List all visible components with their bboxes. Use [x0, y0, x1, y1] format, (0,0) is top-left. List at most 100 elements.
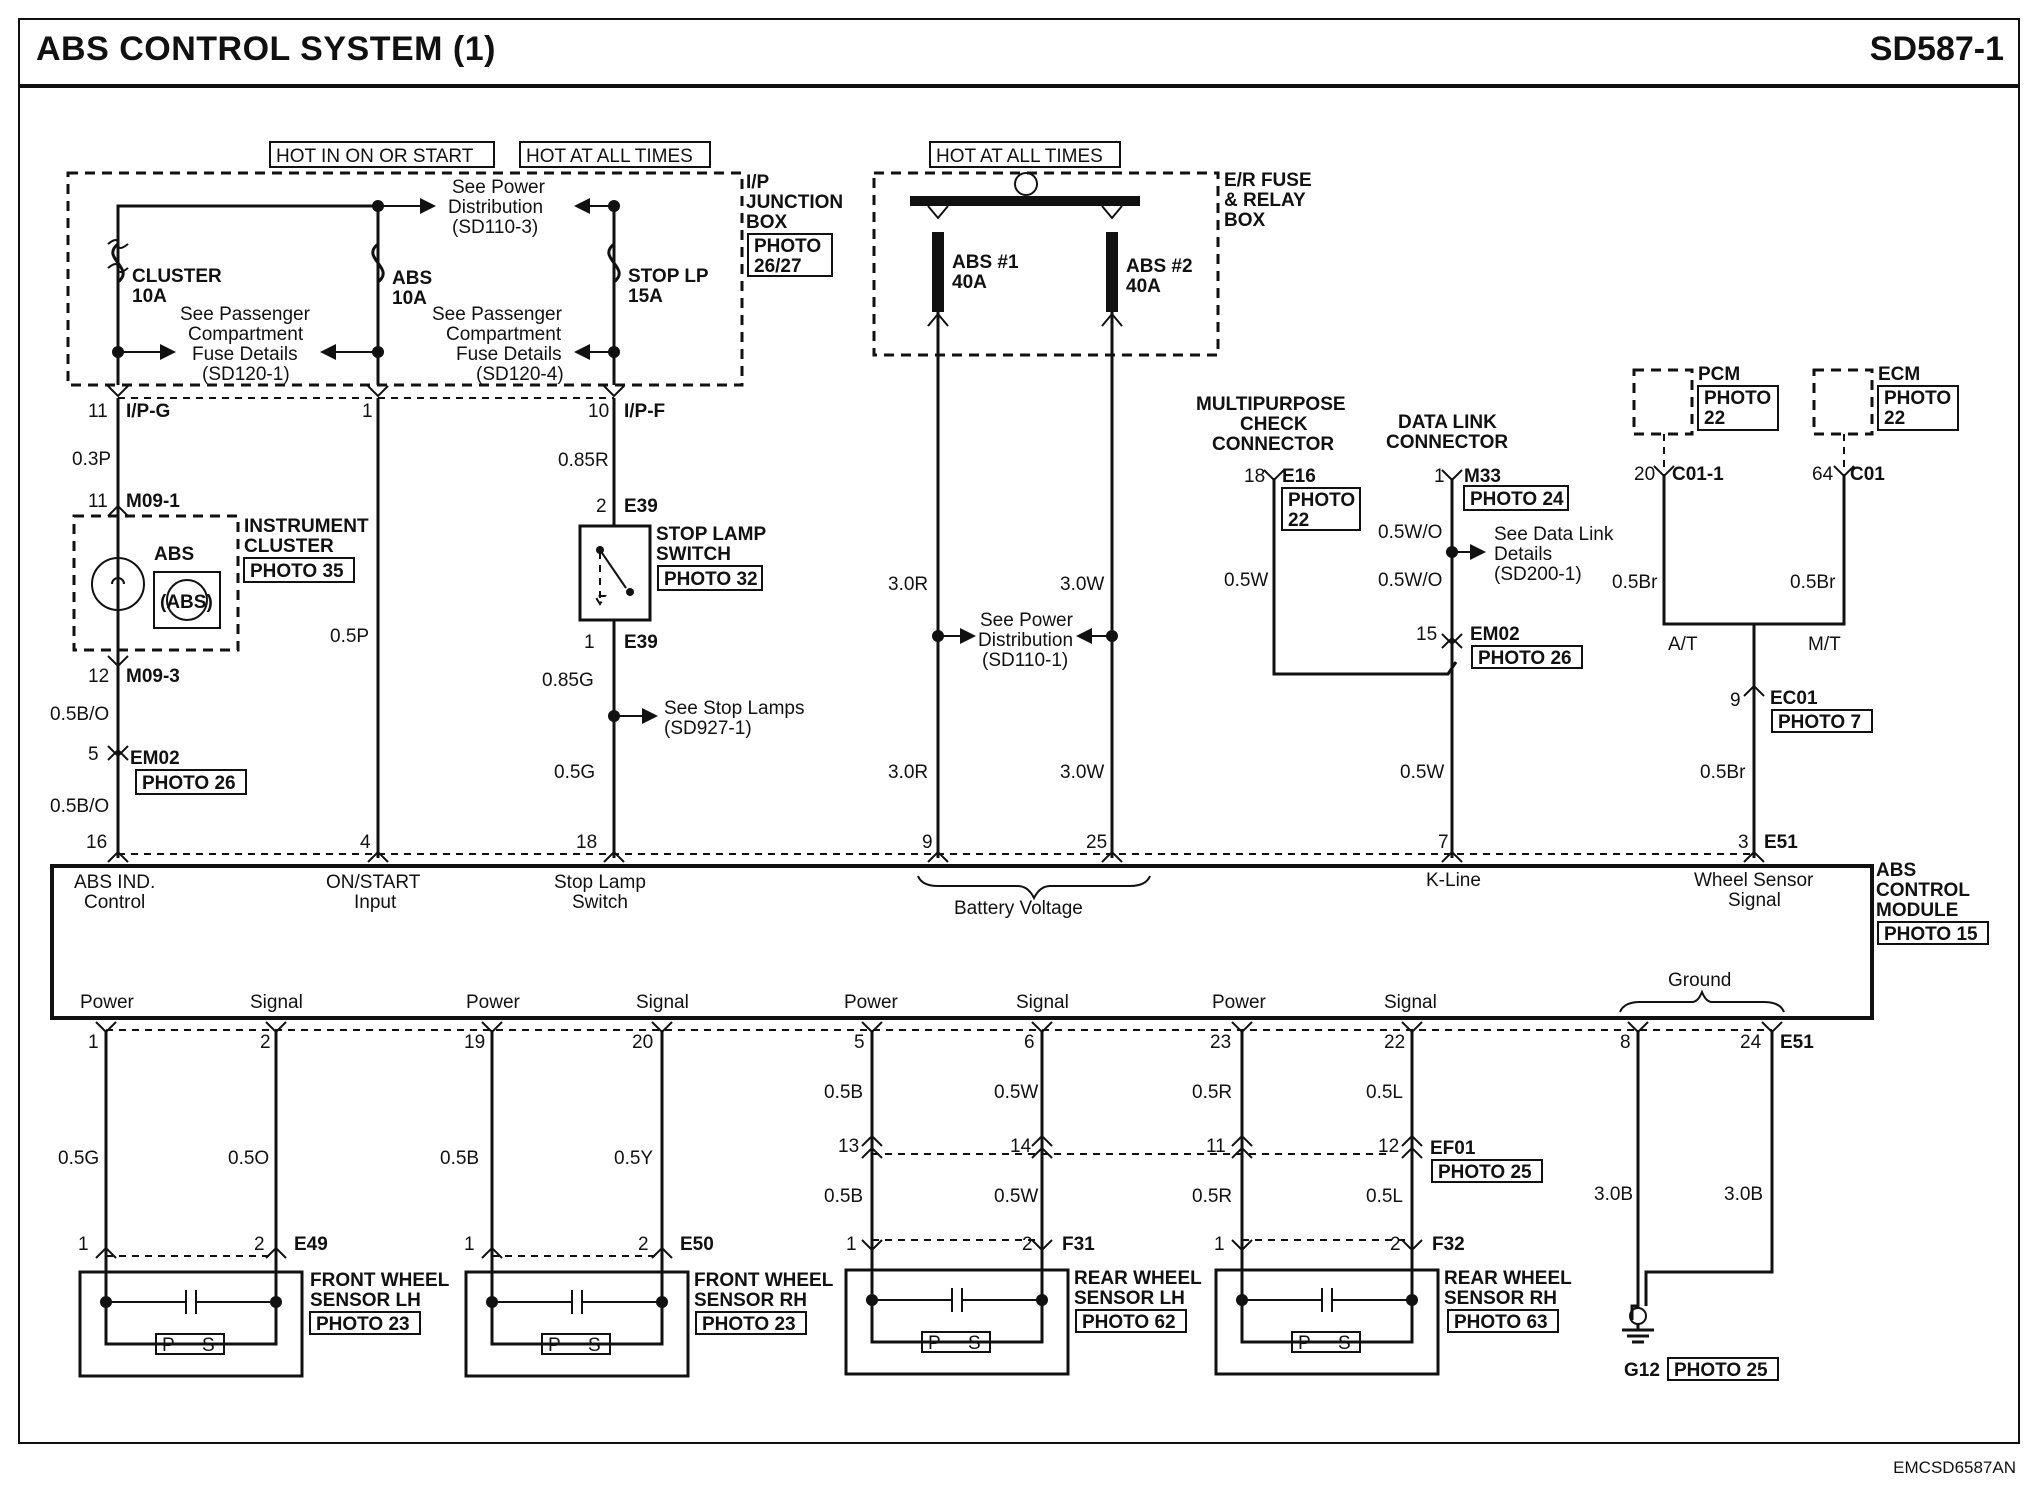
svg-text:SENSOR RH: SENSOR RH [1444, 1288, 1557, 1309]
svg-text:3: 3 [1738, 832, 1749, 853]
svg-text:ABS: ABS [392, 268, 432, 289]
fuse-abs: ABS 10A [371, 242, 432, 309]
svg-text:10A: 10A [392, 288, 427, 309]
svg-text:CONNECTOR: CONNECTOR [1212, 434, 1334, 455]
svg-text:EF01: EF01 [1430, 1138, 1476, 1159]
svg-text:18: 18 [1244, 466, 1265, 487]
svg-text:ABS #1: ABS #1 [952, 252, 1019, 273]
svg-text:PHOTO 23: PHOTO 23 [702, 1314, 796, 1335]
svg-text:0.5G: 0.5G [58, 1148, 99, 1169]
rrh-photo: PHOTO 63 [1447, 1309, 1559, 1333]
svg-text:EM02: EM02 [130, 748, 180, 769]
svg-text:& RELAY: & RELAY [1224, 190, 1306, 211]
svg-text:12: 12 [1378, 1136, 1399, 1157]
svg-text:11: 11 [1206, 1136, 1226, 1157]
svg-text:G12: G12 [1624, 1360, 1660, 1381]
svg-text:E49: E49 [294, 1234, 328, 1255]
svg-text:PHOTO 25: PHOTO 25 [1438, 1162, 1532, 1183]
svg-text:P: P [1298, 1333, 1311, 1354]
svg-text:CLUSTER: CLUSTER [132, 266, 222, 287]
svg-text:0.5B: 0.5B [824, 1186, 863, 1207]
svg-text:1: 1 [1214, 1234, 1225, 1255]
power-dist-ref-2: See Power [980, 610, 1074, 631]
svg-text:P: P [548, 1335, 561, 1356]
g12-photo: PHOTO 25 [1667, 1357, 1779, 1381]
svg-text:PHOTO: PHOTO [1704, 388, 1771, 409]
svg-text:Control: Control [84, 892, 145, 913]
flh-photo: PHOTO 23 [309, 1311, 421, 1335]
footer-code: EMCSD6587AN [1893, 1458, 2016, 1477]
em02-photo: PHOTO 26 [135, 769, 247, 795]
page-code: SD587-1 [1869, 30, 2004, 68]
svg-text:10A: 10A [132, 286, 167, 307]
svg-text:SWITCH: SWITCH [656, 544, 731, 565]
svg-text:0.5B: 0.5B [824, 1082, 863, 1103]
hot-at-all-times-label: HOT AT ALL TIMES [519, 141, 711, 168]
svg-text:2: 2 [260, 1032, 271, 1053]
er-fuse-relay-box [872, 171, 1220, 357]
pass-fuse-ref: (SD120-1) [202, 364, 290, 385]
svg-text:14: 14 [1010, 1136, 1032, 1157]
svg-text:ABS: ABS [154, 544, 194, 565]
svg-text:C01-1: C01-1 [1672, 464, 1724, 485]
svg-text:PCM: PCM [1698, 364, 1740, 385]
power-dist-ref: (SD110-3) [452, 217, 538, 238]
svg-text:0.5L: 0.5L [1366, 1082, 1403, 1103]
data-link-ref: Details [1494, 544, 1552, 565]
svg-text:24: 24 [1740, 1032, 1762, 1053]
svg-text:1: 1 [362, 401, 373, 422]
svg-text:Ground: Ground [1668, 970, 1731, 991]
svg-text:15: 15 [1416, 624, 1437, 645]
svg-text:6: 6 [1024, 1032, 1035, 1053]
svg-text:CONTROL: CONTROL [1876, 880, 1970, 901]
svg-text:PHOTO 23: PHOTO 23 [316, 1314, 410, 1335]
svg-text:3.0W: 3.0W [1060, 762, 1104, 783]
svg-text:0.5L: 0.5L [1366, 1186, 1403, 1207]
svg-text:2: 2 [1390, 1234, 1401, 1255]
svg-text:8: 8 [1620, 1032, 1631, 1053]
svg-text:1: 1 [846, 1234, 857, 1255]
ground-icon [1622, 1307, 1654, 1344]
frh-photo: PHOTO 23 [695, 1311, 807, 1335]
svg-text:E39: E39 [624, 496, 658, 517]
svg-text:Signal: Signal [250, 992, 303, 1013]
svg-text:26/27: 26/27 [754, 256, 802, 277]
svg-text:0.5R: 0.5R [1192, 1082, 1232, 1103]
svg-text:PHOTO 15: PHOTO 15 [1884, 924, 1978, 945]
svg-text:3.0W: 3.0W [1060, 574, 1104, 595]
svg-text:1: 1 [584, 632, 595, 653]
svg-text:0.5W: 0.5W [1224, 570, 1268, 591]
svg-text:1: 1 [78, 1234, 89, 1255]
svg-text:4: 4 [360, 832, 371, 853]
svg-text:40A: 40A [952, 272, 987, 293]
svg-text:M09-1: M09-1 [126, 491, 180, 512]
hot-at-all-times-label-2: HOT AT ALL TIMES [929, 141, 1121, 168]
svg-text:Switch: Switch [572, 892, 628, 913]
header-rule [18, 84, 2020, 88]
svg-text:Battery Voltage: Battery Voltage [954, 898, 1083, 919]
ip-box-label: BOX [746, 212, 788, 233]
svg-text:19: 19 [464, 1032, 485, 1053]
svg-text:E51: E51 [1764, 832, 1798, 853]
svg-text:1: 1 [88, 1032, 99, 1053]
svg-text:0.5B/O: 0.5B/O [50, 704, 109, 725]
svg-text:PHOTO 24: PHOTO 24 [1470, 489, 1564, 510]
svg-text:EM02: EM02 [1470, 624, 1520, 645]
svg-text:Stop Lamp: Stop Lamp [554, 872, 646, 893]
svg-text:SENSOR LH: SENSOR LH [310, 1290, 421, 1311]
svg-text:0.5Y: 0.5Y [614, 1148, 653, 1169]
svg-text:0.5Br: 0.5Br [1700, 762, 1746, 783]
ip-box-photo: PHOTO 26/27 [747, 233, 833, 277]
pass-fuse-ref: See Passenger [180, 304, 311, 325]
ec01-photo: PHOTO 7 [1771, 709, 1873, 733]
svg-text:Power: Power [844, 992, 899, 1013]
svg-text:ABS #2: ABS #2 [1126, 256, 1193, 277]
svg-text:11: 11 [88, 401, 108, 422]
svg-text:25: 25 [1086, 832, 1107, 853]
svg-text:ECM: ECM [1878, 364, 1920, 385]
svg-text:E39: E39 [624, 632, 658, 653]
svg-text:9: 9 [1730, 690, 1741, 711]
pcm-photo: PHOTO 22 [1697, 385, 1779, 431]
svg-text:23: 23 [1210, 1032, 1231, 1053]
svg-text:BOX: BOX [1224, 210, 1266, 231]
